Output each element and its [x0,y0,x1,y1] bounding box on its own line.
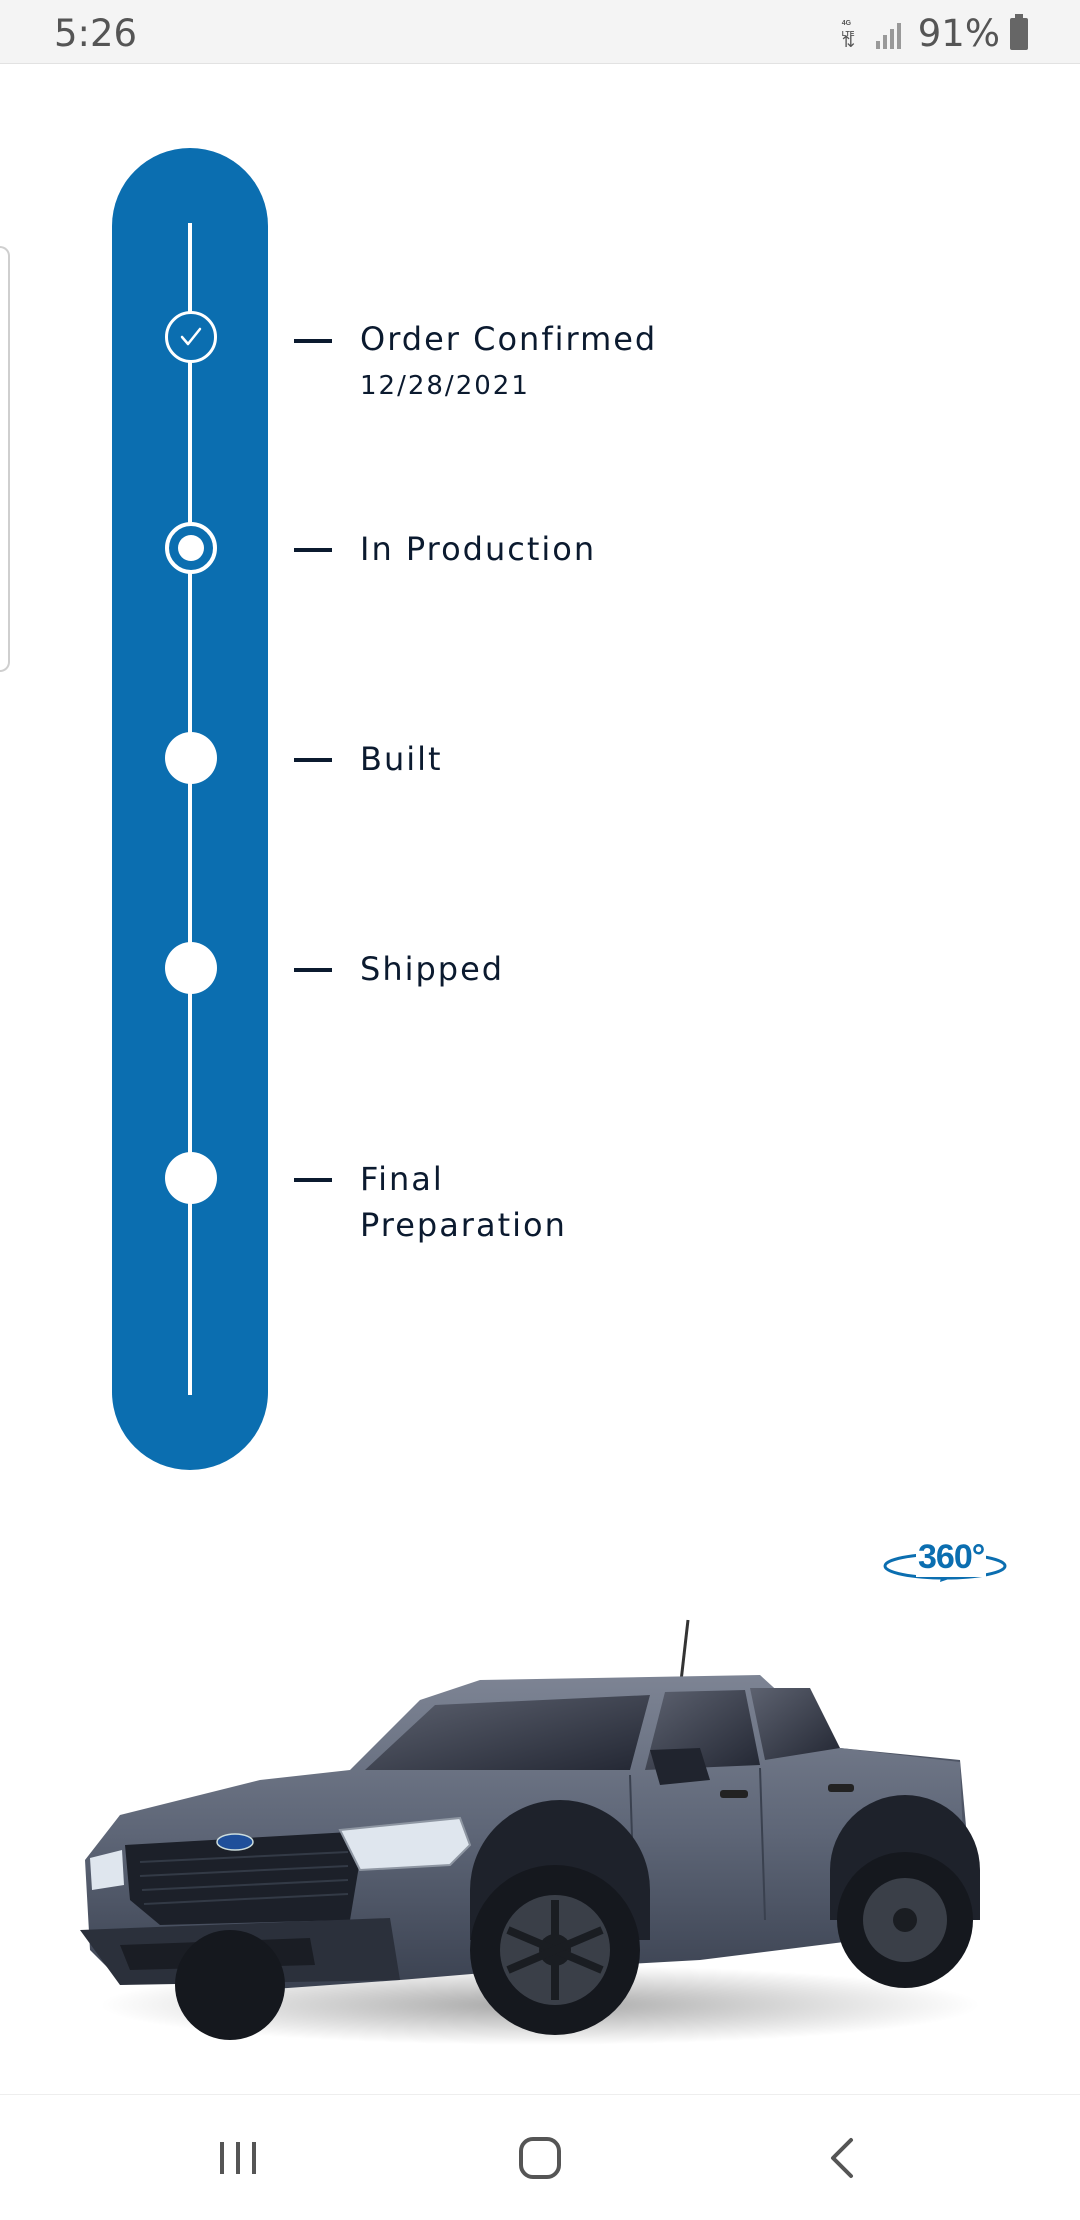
step-date-order-confirmed: 12/28/2021 [360,371,530,401]
battery-icon [1010,13,1028,50]
edge-panel-handle[interactable] [0,246,10,672]
step-label-in-production: In Production [360,530,597,568]
recents-icon[interactable] [178,2095,298,2220]
status-time: 5:26 [54,12,138,55]
signal-icon [875,19,908,49]
view-360-button[interactable]: 360° [880,1536,1010,1594]
step-dash [294,758,332,762]
step-label-built: Built [360,740,443,778]
status-icons: 4G LTE ⇅ 91% [840,12,1028,55]
step-pending-indicator [165,732,217,784]
step-dash [294,548,332,552]
back-icon[interactable] [782,2095,902,2220]
step-pending-indicator [165,1152,217,1204]
step-dash [294,1178,332,1182]
step-pending-indicator [165,942,217,994]
step-dash [294,968,332,972]
network-icon: 4G LTE ⇅ [841,19,856,51]
step-current-indicator [165,522,217,574]
step-dash [294,339,332,343]
step-label-shipped: Shipped [360,950,505,988]
home-icon[interactable] [480,2095,600,2220]
view-360-label: 360° [916,1538,987,1577]
tracker-line [188,223,192,1395]
vehicle-image[interactable] [60,1600,1020,2060]
step-label-final-preparation: Final Preparation [360,1160,567,1244]
step-label-order-confirmed: Order Confirmed [360,320,658,358]
status-bar: 5:26 4G LTE ⇅ 91% [0,0,1080,64]
system-nav-bar [0,2094,1080,2220]
step-completed-check-icon [165,311,217,363]
battery-percent: 91% [917,12,1000,55]
